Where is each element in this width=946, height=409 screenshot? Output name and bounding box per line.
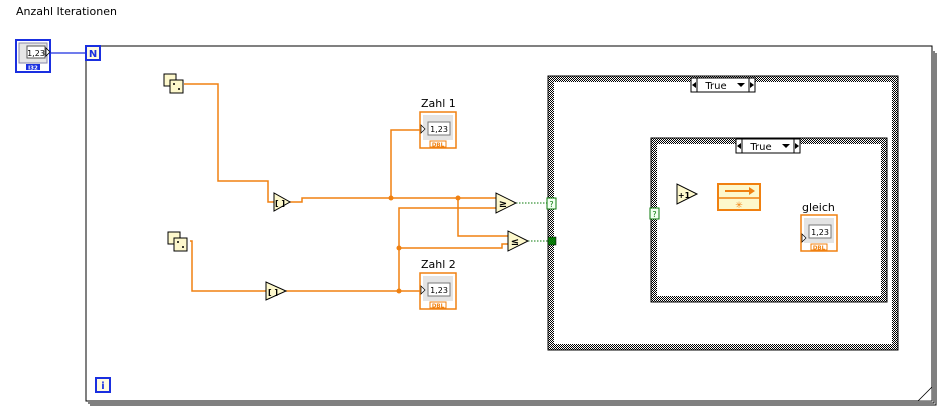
svg-text:?: ? bbox=[549, 200, 553, 209]
svg-text:DBL: DBL bbox=[813, 246, 826, 252]
svg-text:DBL: DBL bbox=[432, 304, 445, 310]
increment-node[interactable]: +1 bbox=[676, 183, 699, 205]
arrow-icon bbox=[749, 187, 755, 195]
zahl1-label: Zahl 1 bbox=[421, 97, 456, 110]
svg-text:[ ]: [ ] bbox=[275, 199, 285, 208]
zahl2-indicator[interactable]: 1,23 DBL bbox=[419, 272, 457, 310]
svg-text:True: True bbox=[704, 81, 726, 92]
random-number-dice-1[interactable] bbox=[163, 73, 184, 94]
svg-text:N: N bbox=[89, 49, 97, 60]
feedback-node[interactable]: ✳ bbox=[717, 183, 761, 211]
svg-text:DBL: DBL bbox=[432, 143, 445, 149]
control-label: Anzahl Iterationen bbox=[16, 5, 117, 18]
prev-case-icon bbox=[692, 82, 696, 88]
inner-case-selector[interactable]: True bbox=[735, 138, 801, 154]
round-node-2[interactable]: [ ] bbox=[265, 281, 288, 301]
svg-text:1,23: 1,23 bbox=[811, 228, 829, 237]
inner-case-structure[interactable] bbox=[650, 137, 888, 303]
round-node-1[interactable]: [ ] bbox=[273, 192, 292, 212]
initializer-star-icon: ✳ bbox=[735, 201, 743, 211]
prev-case-icon bbox=[737, 143, 741, 149]
svg-text:?: ? bbox=[652, 210, 656, 219]
inner-case-selector-terminal[interactable]: ? bbox=[649, 207, 660, 220]
svg-text:+1: +1 bbox=[678, 191, 691, 200]
svg-text:True: True bbox=[749, 142, 771, 153]
next-case-icon bbox=[795, 143, 799, 149]
outer-case-selector-terminal[interactable]: ? bbox=[546, 197, 557, 210]
svg-text:1,23: 1,23 bbox=[430, 125, 448, 134]
control-value: 1,23 bbox=[27, 49, 45, 58]
svg-text:1,23: 1,23 bbox=[430, 286, 448, 295]
dropdown-icon bbox=[782, 144, 790, 148]
greater-equal-node[interactable]: ≥ bbox=[495, 192, 518, 214]
control-type: I32 bbox=[28, 66, 38, 72]
next-case-icon bbox=[750, 82, 754, 88]
svg-text:[ ]: [ ] bbox=[268, 288, 278, 297]
svg-text:≥: ≥ bbox=[499, 199, 507, 210]
loop-count-terminal[interactable]: N bbox=[85, 45, 101, 61]
random-number-dice-2[interactable] bbox=[167, 231, 188, 252]
dropdown-icon bbox=[737, 83, 745, 87]
zahl1-indicator[interactable]: 1,23 DBL bbox=[419, 111, 457, 149]
outer-case-selector[interactable]: True bbox=[690, 77, 756, 93]
gleich-indicator[interactable]: 1,23 DBL bbox=[800, 214, 838, 252]
gleich-label: gleich bbox=[802, 201, 835, 214]
iteration-terminal[interactable]: i bbox=[95, 377, 111, 393]
boolean-tunnel bbox=[547, 236, 557, 246]
less-equal-node[interactable]: ≤ bbox=[507, 230, 530, 252]
anzahl-iterationen-control[interactable]: 1,23 I32 bbox=[15, 39, 51, 73]
svg-text:i: i bbox=[101, 381, 104, 392]
svg-text:≤: ≤ bbox=[511, 237, 519, 248]
zahl2-label: Zahl 2 bbox=[421, 258, 456, 271]
